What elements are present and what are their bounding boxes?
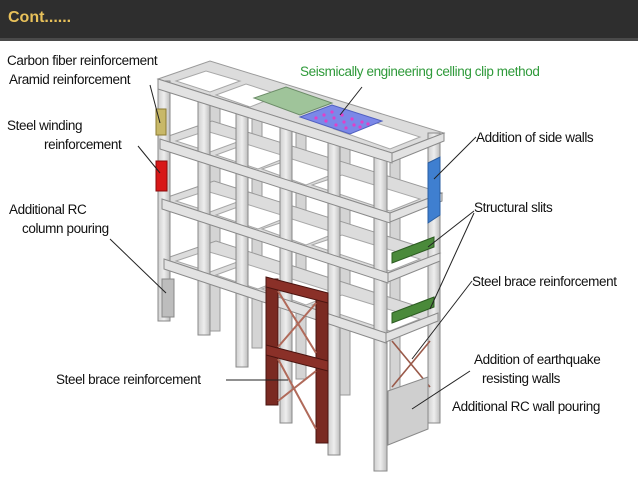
label-structural-slits: Structural slits xyxy=(474,200,553,215)
header-divider xyxy=(0,38,638,41)
left-steel-brace-frame xyxy=(265,276,329,444)
green-ceiling-panel xyxy=(252,86,334,116)
steel-winding-wrap xyxy=(155,160,168,192)
label-additional-rc-1: Additional RC xyxy=(9,202,87,217)
label-ceiling-clip: Seismically engineering celling clip met… xyxy=(300,64,540,79)
side-wall-panel xyxy=(427,156,441,224)
label-side-walls: Addition of side walls xyxy=(476,130,594,145)
earthquake-wall-panel xyxy=(387,376,429,446)
ceiling-clip-panel xyxy=(298,104,384,135)
label-additional-rc-2: column pouring xyxy=(22,221,109,236)
label-earthquake-walls-2: resisting walls xyxy=(482,371,561,386)
label-steel-brace-left: Steel brace reinforcement xyxy=(56,372,201,387)
label-aramid: Aramid reinforcement xyxy=(9,72,131,87)
structural-slit-upper xyxy=(391,236,435,264)
label-steel-winding-1: Steel winding xyxy=(7,118,83,133)
label-steel-brace-right: Steel brace reinforcement xyxy=(472,274,617,289)
leader-lines xyxy=(109,84,477,410)
label-earthquake-walls-1: Addition of earthquake xyxy=(474,352,601,367)
structural-slit-lower xyxy=(391,296,435,324)
building-frame-diagram xyxy=(109,60,477,472)
slide-title: Cont...... xyxy=(8,9,72,26)
carbon-fiber-wrap xyxy=(155,108,167,136)
label-rc-wall-pouring: Additional RC wall pouring xyxy=(452,399,600,414)
slide-header: Cont...... xyxy=(0,0,638,38)
label-steel-winding-2: reinforcement xyxy=(44,137,122,152)
label-carbon-fiber: Carbon fiber reinforcement xyxy=(7,53,158,68)
diagram-area: Carbon fiber reinforcement Aramid reinfo… xyxy=(0,41,638,479)
rc-column-pouring xyxy=(161,278,175,318)
